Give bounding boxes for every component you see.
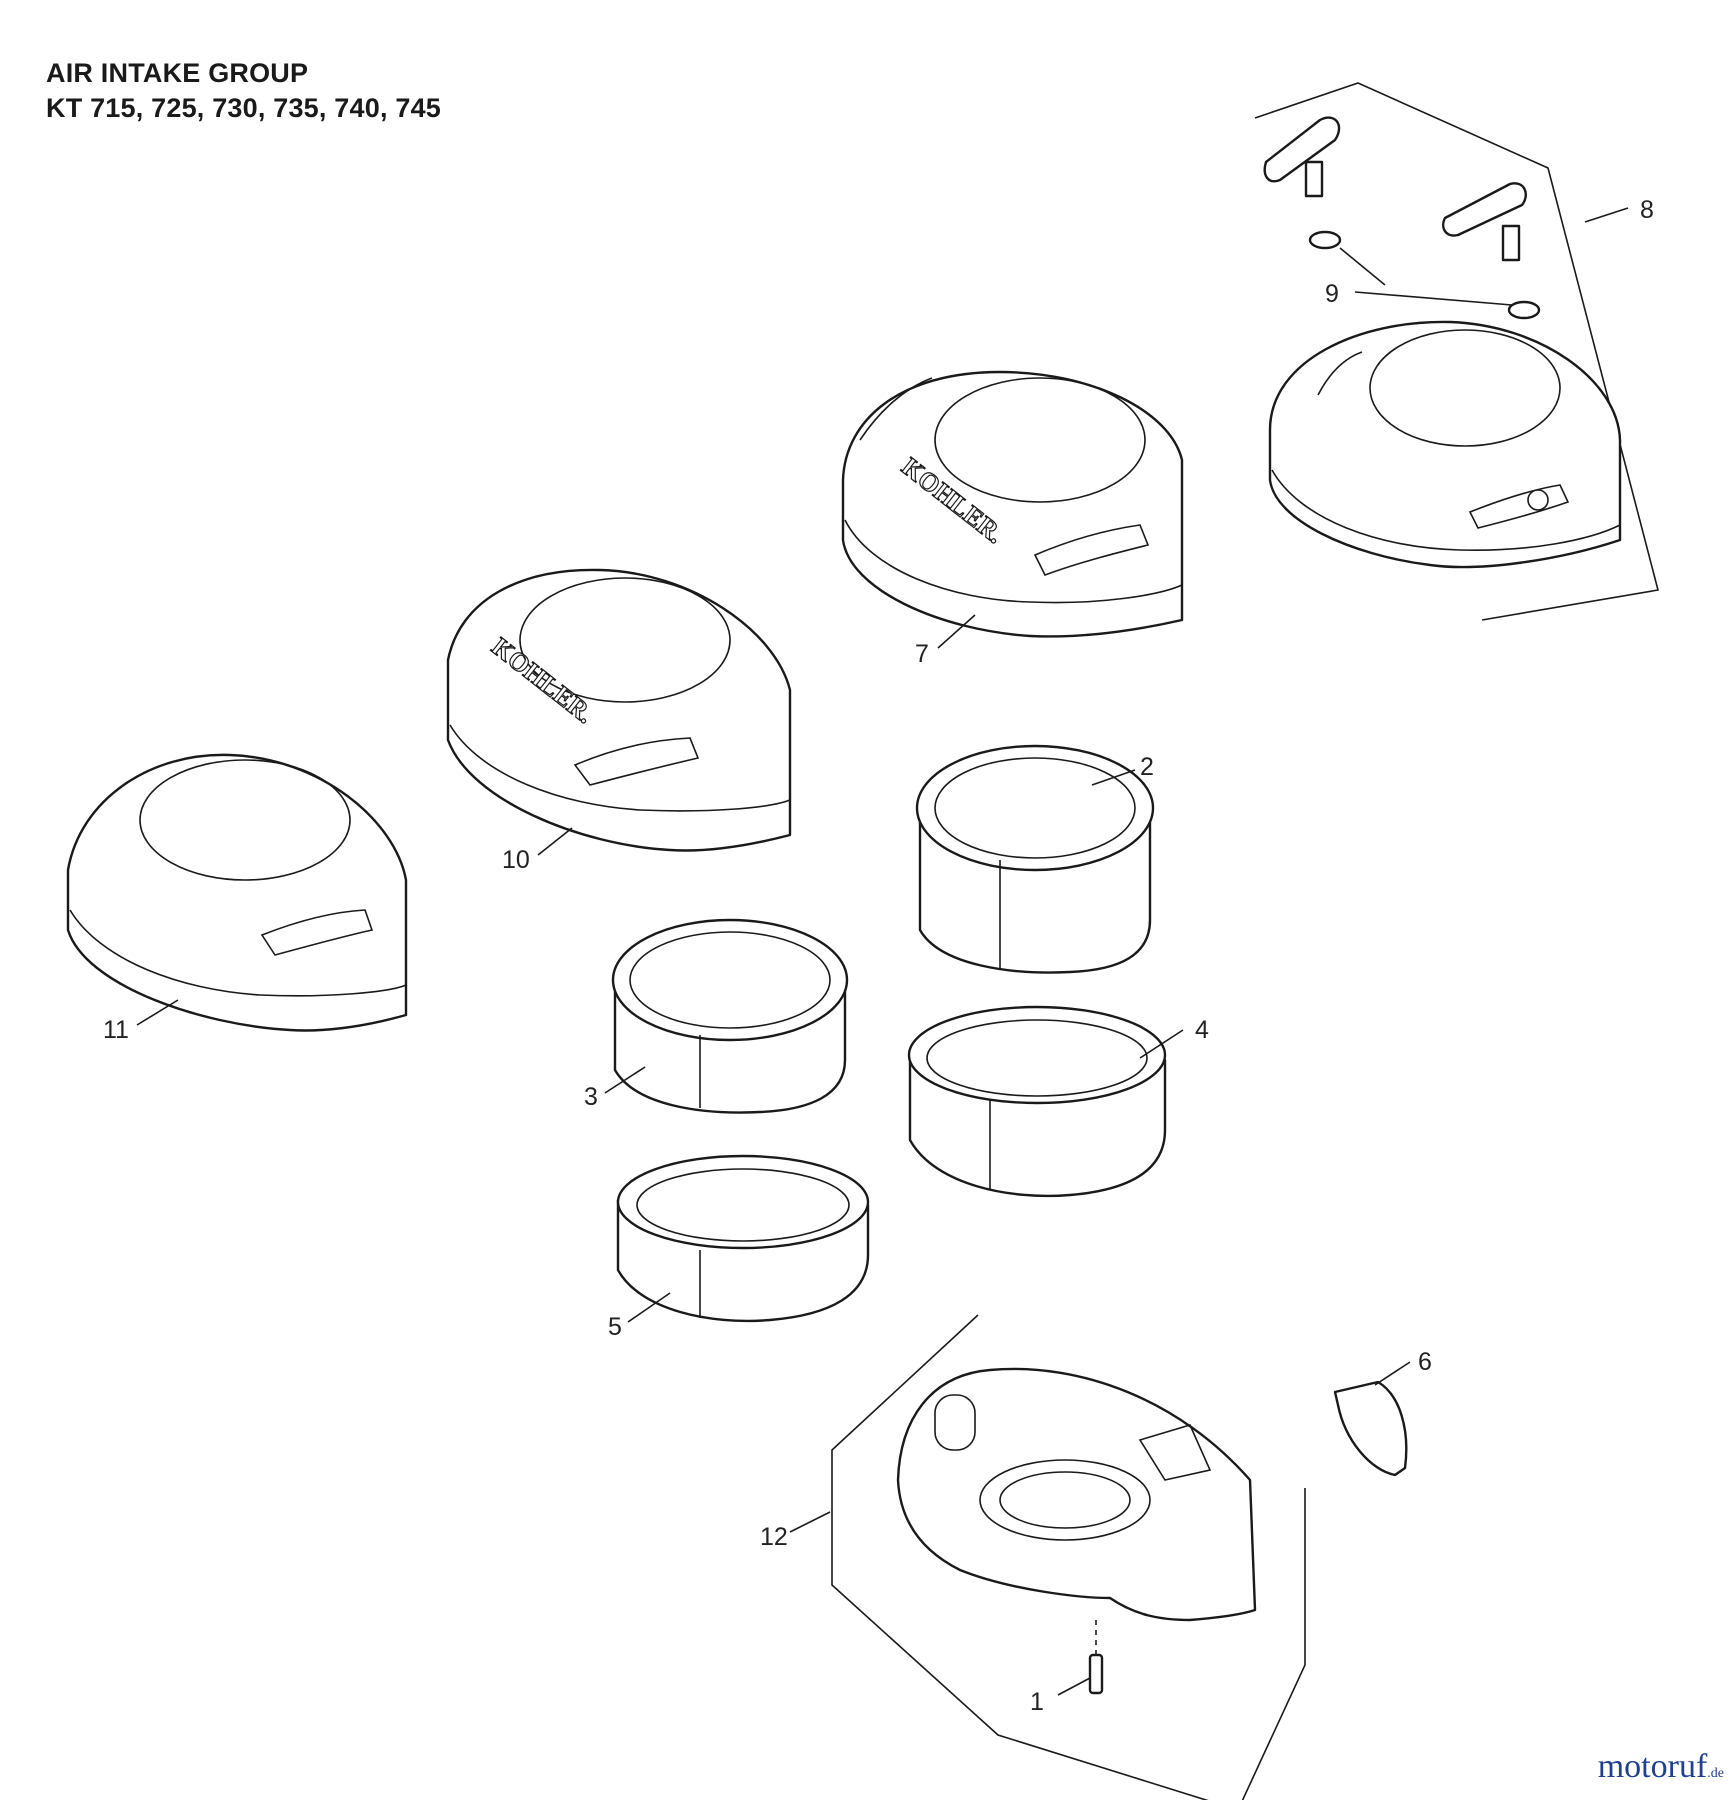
watermark-name: motoruf: [1597, 1748, 1708, 1785]
leader-9b: [1354, 291, 1513, 306]
diagram-title: AIR INTAKE GROUP: [46, 58, 309, 88]
diagram-subtitle: KT 715, 725, 730, 735, 740, 745: [46, 93, 441, 123]
motoruf-watermark: motoruf.de: [1598, 1748, 1724, 1786]
part-8-cover-assembly: [1263, 116, 1622, 569]
leader-6: [1374, 1361, 1411, 1386]
part-11-cover: [66, 753, 408, 1032]
part-3-filter-element: [611, 918, 849, 1114]
leader-9a: [1339, 247, 1386, 286]
watermark-suffix: .de: [1707, 1766, 1724, 1781]
leader-8: [1584, 207, 1629, 223]
part-6-gasket: [1333, 1380, 1408, 1477]
callout-6: 6: [1418, 1348, 1432, 1376]
leader-4: [1139, 1029, 1184, 1059]
callout-10: 10: [502, 846, 530, 874]
callout-7: 7: [915, 640, 929, 668]
callout-2: 2: [1140, 753, 1154, 781]
callout-1: 1: [1030, 1688, 1044, 1716]
part-5-precleaner: [616, 1154, 870, 1323]
part-2-filter-element: [915, 744, 1155, 974]
callout-3: 3: [584, 1083, 598, 1111]
part-7-cover-kohler: KOHLER.: [841, 370, 1184, 638]
group-frame-12: [831, 1314, 1306, 1800]
callout-8: 8: [1640, 196, 1654, 224]
part-10-cover-kohler: KOHLER.: [446, 568, 792, 852]
callout-5: 5: [608, 1313, 622, 1341]
leader-7: [937, 614, 976, 649]
part-12-base: [896, 1367, 1257, 1622]
callout-4: 4: [1195, 1016, 1209, 1044]
callout-11: 11: [103, 1016, 129, 1044]
leader-5: [627, 1292, 671, 1323]
leader-2: [1091, 769, 1136, 786]
part-9-o-ring-left: [1308, 230, 1342, 250]
part-9-o-ring-right: [1507, 300, 1541, 320]
leader-12: [789, 1511, 831, 1533]
leader-1: [1057, 1677, 1091, 1696]
leader-11: [136, 999, 179, 1026]
part-1-stud: [1088, 1653, 1104, 1695]
group-frame-8: [1254, 82, 1659, 621]
diagram-title-block: AIR INTAKE GROUP KT 715, 725, 730, 735, …: [46, 56, 441, 126]
part-4-precleaner: [907, 1005, 1167, 1198]
callout-12: 12: [760, 1523, 788, 1551]
leader-10: [537, 827, 573, 856]
callout-9: 9: [1325, 280, 1339, 308]
leader-3: [604, 1066, 646, 1094]
